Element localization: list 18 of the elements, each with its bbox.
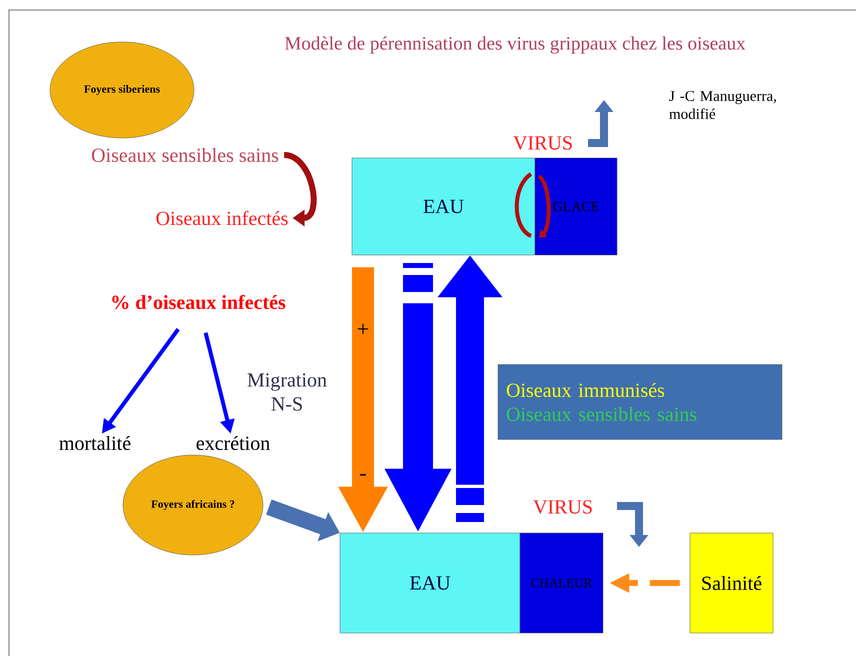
text-label: mortalité xyxy=(59,436,130,450)
virus-label: VIRUS xyxy=(513,136,572,150)
title: Modèle de pérennisation des virus grippaux chez les oiseaux xyxy=(284,36,746,54)
migration-label: Migration N-S xyxy=(248,373,327,411)
info-box: Oiseaux immunisés Oiseaux sensibles sains xyxy=(498,364,782,440)
plus-sign: + xyxy=(358,324,368,334)
text-label: excrétion xyxy=(196,436,270,450)
heat-box: CHALEUR xyxy=(520,532,604,634)
text-label: % d’oiseaux infectés xyxy=(112,294,286,310)
water-box: EAU xyxy=(340,532,520,634)
minus-sign: - xyxy=(360,474,366,476)
salinity-box: Salinité xyxy=(690,532,774,634)
text-label: Oiseaux sensibles sains xyxy=(92,148,278,162)
ice-box: GLACE xyxy=(534,158,618,256)
credit-text: J -C Manuguerra, modifié xyxy=(669,90,776,120)
virus-label: VIRUS xyxy=(533,500,592,514)
water-box: EAU xyxy=(352,158,536,256)
text-label: Oiseaux infectés xyxy=(156,210,288,226)
